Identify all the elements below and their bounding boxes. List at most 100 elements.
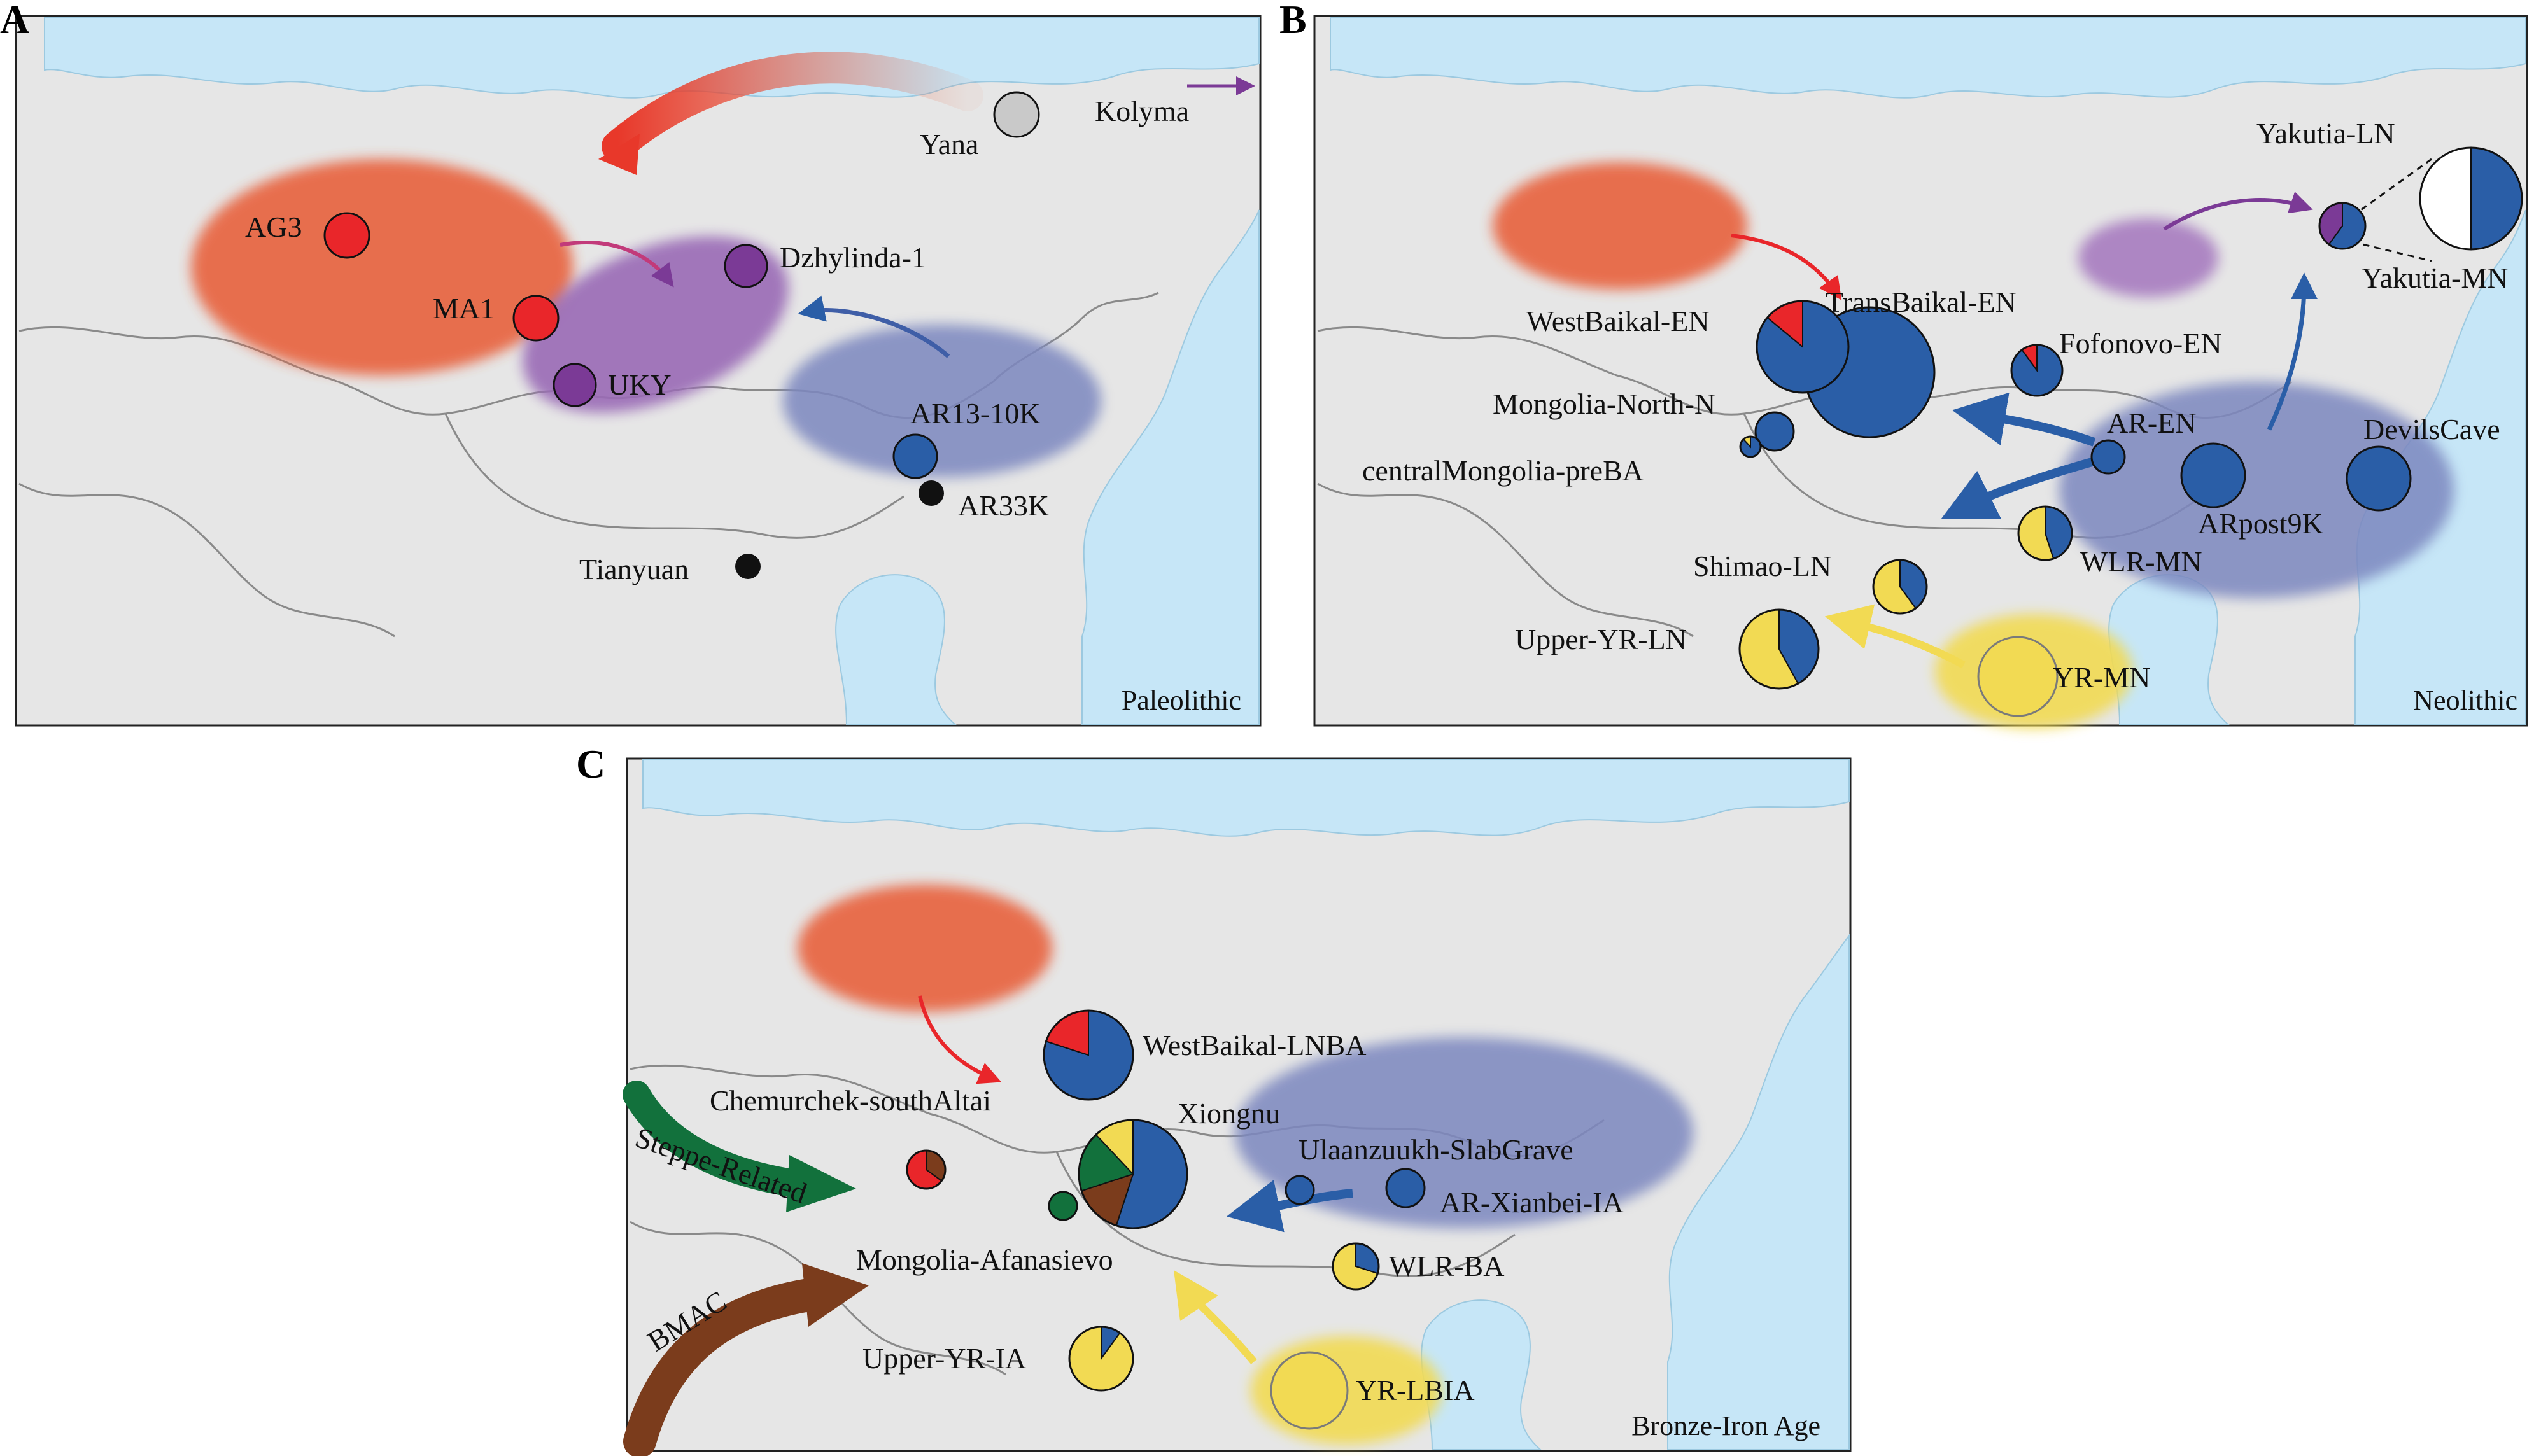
pie-outline bbox=[2010, 344, 2064, 397]
sample-devilscave bbox=[2346, 445, 2412, 512]
border-line bbox=[444, 413, 904, 539]
pie-yakutia-ln-zoom bbox=[2419, 146, 2523, 251]
sample-yana bbox=[993, 91, 1040, 138]
migration-arrow-yana bbox=[602, 52, 983, 162]
arctic-sea bbox=[1330, 17, 2526, 99]
label-xiongnu: Xiongnu bbox=[1178, 1097, 1280, 1130]
label-mongolia-north-n: Mongolia-North-N bbox=[1493, 388, 1715, 420]
pie-outline bbox=[2419, 146, 2523, 251]
migration-arrow-amur-yakutia bbox=[2267, 272, 2318, 431]
label-tianyuan: Tianyuan bbox=[579, 553, 689, 585]
pie-chemurchek-southaltai bbox=[906, 1149, 947, 1190]
bmac-arrow bbox=[623, 1278, 825, 1456]
border-line bbox=[1317, 482, 1694, 638]
panel-letter-b: B bbox=[1279, 0, 1307, 42]
label-centralmongolia-preba: centralMongolia-preBA bbox=[1362, 454, 1644, 487]
pie-outline bbox=[1739, 435, 1762, 458]
label-ar13-10k: AR13-10K bbox=[910, 397, 1040, 430]
sample-ag3 bbox=[323, 212, 370, 259]
label-ar-xianbei-ia: AR-Xianbei-IA bbox=[1440, 1186, 1624, 1219]
label-chemurchek-southaltai: Chemurchek-southAltai bbox=[710, 1084, 991, 1117]
label-fofonovo-en: Fofonovo-EN bbox=[2059, 327, 2222, 360]
amur-region bbox=[2059, 382, 2454, 598]
label-ma1: MA1 bbox=[433, 292, 495, 325]
label-ag3: AG3 bbox=[245, 211, 302, 243]
pie-yakutia-ln bbox=[2318, 202, 2367, 250]
migration-arrow-ane-westbaikal bbox=[918, 995, 1002, 1084]
label-upper-yr-ln: Upper-YR-LN bbox=[1515, 623, 1687, 655]
sample-ar33k bbox=[919, 480, 944, 506]
amur-region bbox=[783, 325, 1101, 477]
border-line bbox=[1055, 1151, 1516, 1277]
migration-arrow-dzhylinda-yakutia bbox=[2163, 192, 2313, 231]
migration-arrow-amur-dzhylinda bbox=[798, 295, 950, 358]
label-yr-mn: YR-MN bbox=[2053, 661, 2150, 694]
sample-tianyuan bbox=[735, 554, 761, 579]
yellow-sea bbox=[835, 574, 957, 725]
bmac-arrow-head bbox=[802, 1263, 869, 1327]
sample-ulaanzuukh-slabgrave bbox=[1285, 1175, 1315, 1205]
zoom-line-top bbox=[2351, 158, 2432, 218]
label-ar33k: AR33K bbox=[958, 489, 1049, 522]
label-yakutia-ln: Yakutia-LN bbox=[2256, 117, 2395, 150]
migration-arrow-ane-dzhylinda bbox=[560, 241, 674, 288]
pie-xiongnu bbox=[1078, 1119, 1188, 1229]
pie-outline bbox=[2318, 202, 2367, 250]
pie-fofonovo-en bbox=[2010, 344, 2064, 397]
ane-region bbox=[191, 159, 573, 375]
label-yana: Yana bbox=[920, 128, 978, 160]
panel-letter-c: C bbox=[576, 741, 605, 787]
pie-outline bbox=[2017, 505, 2073, 561]
sample-arpost9k bbox=[2180, 442, 2246, 508]
label-westbaikal-en: WestBaikal-EN bbox=[1526, 305, 1710, 337]
sample-dzhylinda-1 bbox=[724, 244, 768, 288]
arctic-sea bbox=[642, 759, 1850, 837]
pie-wlr-ba bbox=[1332, 1242, 1380, 1291]
ane-region bbox=[798, 885, 1052, 1012]
panel-letter-a: A bbox=[0, 0, 29, 42]
amur-region bbox=[1235, 1037, 1693, 1228]
label-kolyma: Kolyma bbox=[1095, 95, 1189, 127]
pie-wlr-mn bbox=[2017, 505, 2073, 561]
steppe-arrow-head bbox=[786, 1155, 856, 1212]
sample-mongolia-afanasievo bbox=[1048, 1191, 1078, 1221]
migration-arrow-yr-upper bbox=[1824, 604, 1966, 669]
sample-mongolia-north-n bbox=[1754, 411, 1795, 452]
pie-centralmongolia-prebA bbox=[1739, 435, 1762, 458]
pie-outline bbox=[1756, 300, 1850, 394]
sample-ma1 bbox=[512, 295, 560, 342]
yellow-sea bbox=[2108, 574, 2230, 725]
period-label-b: Neolithic bbox=[2413, 685, 2517, 716]
label-transbaikal-en: TransBaikal-EN bbox=[1826, 286, 2017, 318]
panel-b: Yakutia-LN Yakutia-MN WestBaikal-EN Tran… bbox=[1279, 0, 2528, 729]
pie-outline bbox=[906, 1149, 947, 1190]
label-wlr-ba: WLR-BA bbox=[1389, 1250, 1504, 1282]
border-line bbox=[18, 482, 395, 638]
period-label-a: Paleolithic bbox=[1122, 685, 1241, 716]
migration-arrow-amur-south bbox=[1941, 457, 2095, 519]
label-devilscave: DevilsCave bbox=[2363, 413, 2500, 445]
sample-yr-mn bbox=[1977, 636, 2059, 717]
migration-arrow-head bbox=[598, 134, 640, 175]
steppe-arrow bbox=[623, 1081, 810, 1198]
pacific-sea bbox=[1667, 933, 1850, 1450]
label-arpost9k: ARpost9K bbox=[2198, 507, 2323, 540]
pie-westbaikal-en bbox=[1756, 300, 1850, 394]
pie-upper-yr-ia bbox=[1068, 1326, 1134, 1392]
panel-c: WestBaikal-LNBA Chemurchek-southAltai Xi… bbox=[576, 741, 1852, 1456]
ane-region bbox=[1493, 162, 1747, 290]
label-dzhylinda-1: Dzhylinda-1 bbox=[780, 241, 926, 274]
pacific-sea bbox=[1081, 209, 1260, 725]
sample-yr-lbia bbox=[1270, 1351, 1349, 1430]
dzhylinda-region bbox=[2078, 218, 2218, 297]
migration-arrow-ane-westbaikal bbox=[1731, 234, 1842, 300]
label-yr-lbia: YR-LBIA bbox=[1356, 1374, 1475, 1406]
label-mongolia-afanasievo: Mongolia-Afanasievo bbox=[856, 1243, 1113, 1276]
label-westbaikal-lnba: WestBaikal-LNBA bbox=[1143, 1029, 1366, 1061]
pie-outline bbox=[1068, 1326, 1134, 1392]
pie-shimao-ln bbox=[1872, 559, 1928, 615]
zoom-line-bottom bbox=[2351, 241, 2432, 262]
pie-outline bbox=[1078, 1119, 1188, 1229]
migration-arrow-amur-mongolia bbox=[1952, 392, 2096, 447]
